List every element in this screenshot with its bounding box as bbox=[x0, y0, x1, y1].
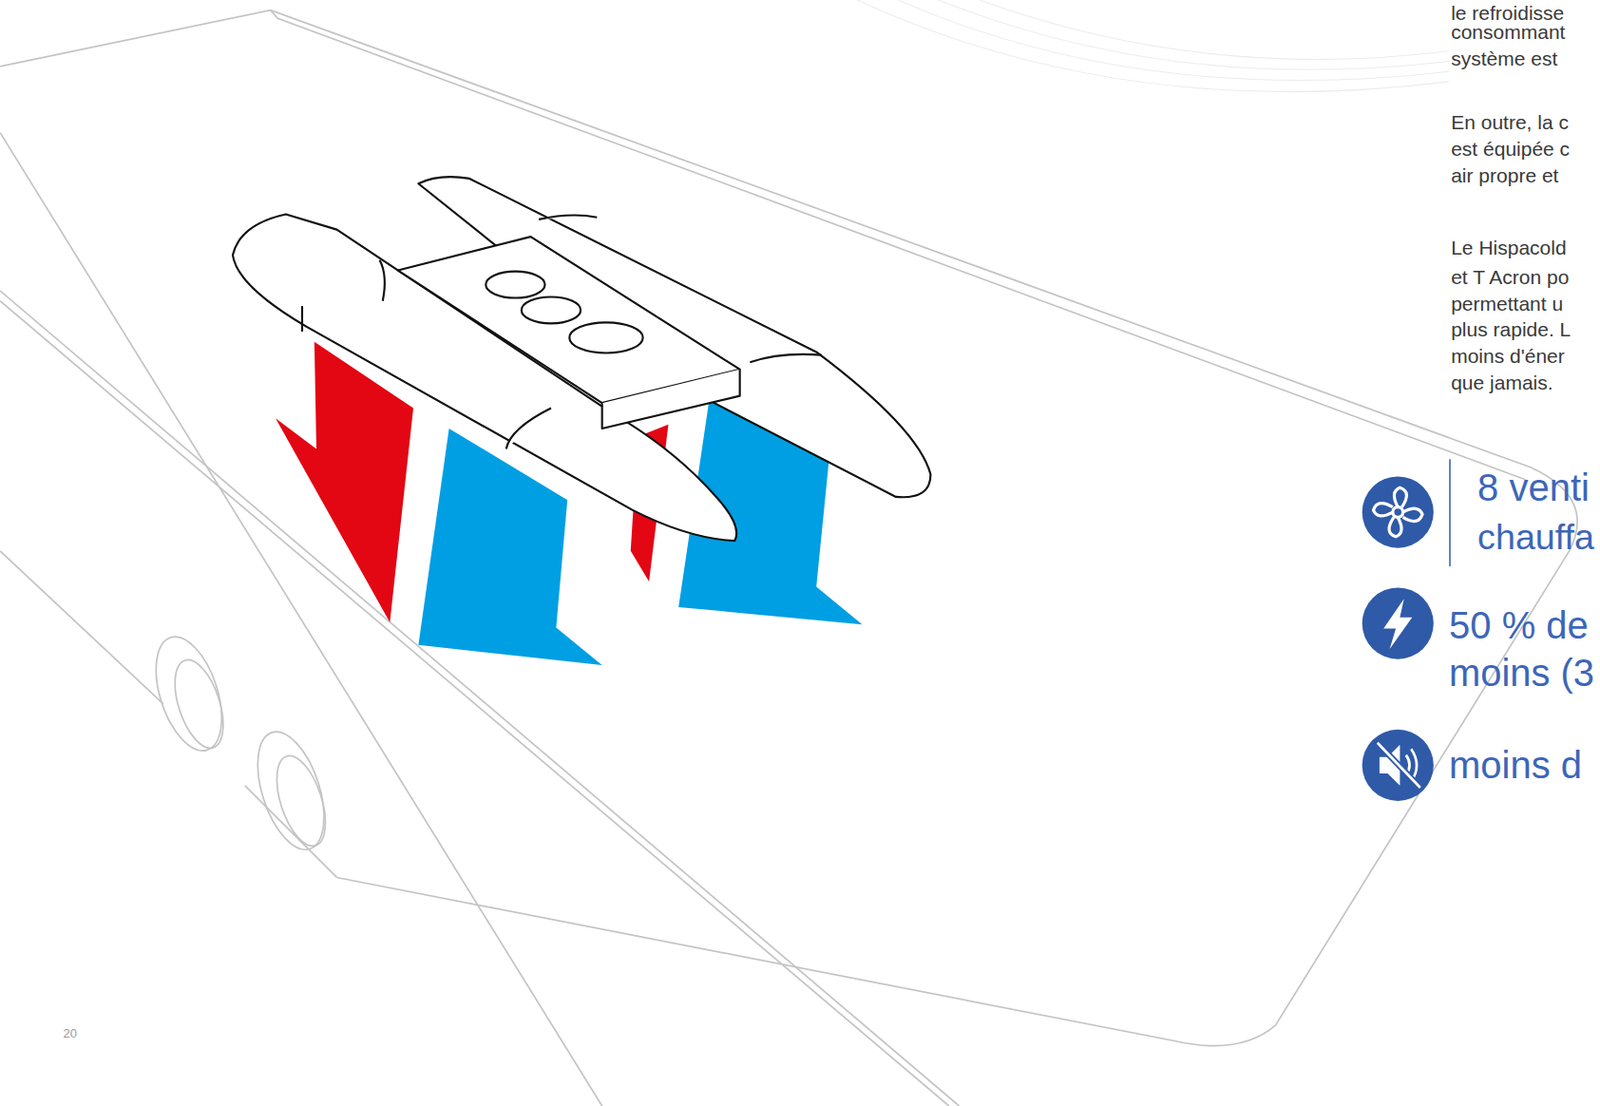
feature-text: moins (3 bbox=[1448, 652, 1595, 695]
feature-text: 8 venti bbox=[1477, 466, 1590, 509]
mute-glyph bbox=[1377, 742, 1421, 788]
body-text: et T Acron po bbox=[1450, 266, 1569, 289]
body-text: air propre et bbox=[1450, 164, 1559, 187]
mute-icon bbox=[1362, 729, 1434, 801]
body-text: En outre, la c bbox=[1450, 111, 1569, 134]
fan-icon bbox=[1362, 476, 1434, 548]
bus-outline bbox=[0, 10, 1578, 1106]
feature-icons bbox=[1362, 476, 1434, 800]
body-text: plus rapide. L bbox=[1450, 318, 1571, 341]
body-text: système est bbox=[1450, 48, 1558, 71]
power-icon bbox=[1362, 588, 1434, 660]
body-text: permettant u bbox=[1450, 292, 1563, 315]
body-text: que jamais. bbox=[1450, 371, 1553, 394]
fan-glyph bbox=[1372, 487, 1423, 537]
body-text: le refroidisse bbox=[1450, 1, 1564, 24]
background-curves bbox=[857, 0, 1449, 93]
body-text: moins d'éner bbox=[1450, 344, 1565, 367]
feature-text: chauffa bbox=[1477, 517, 1595, 557]
separator-line bbox=[1448, 458, 1451, 567]
lightning-glyph bbox=[1383, 598, 1412, 649]
page-number: 20 bbox=[63, 1027, 77, 1041]
body-text: consommant bbox=[1450, 21, 1565, 44]
feature-text: moins d bbox=[1448, 743, 1582, 786]
body-text: Le Hispacold bbox=[1450, 236, 1566, 259]
roof-unit bbox=[232, 176, 931, 541]
feature-text: 50 % de bbox=[1448, 604, 1589, 647]
body-text: est équipée c bbox=[1450, 137, 1570, 160]
